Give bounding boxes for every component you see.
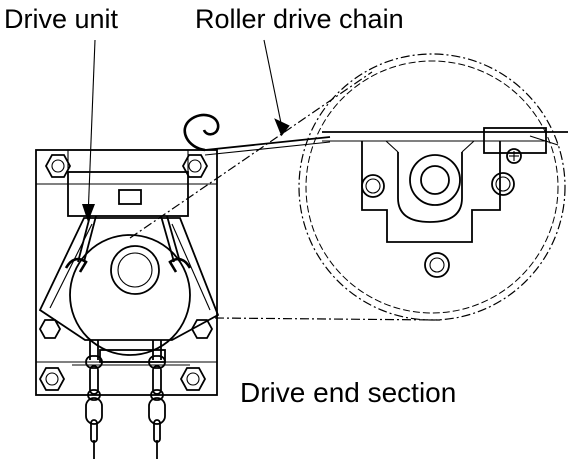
frame-plate [35, 149, 218, 396]
left-support-arm [77, 215, 91, 263]
magnifier-connector-bottom [214, 317, 441, 321]
detail-magnifier [129, 53, 566, 321]
detail-bolt-right-inner [495, 176, 511, 192]
right-support-arm [166, 215, 181, 263]
left-clip [64, 257, 88, 273]
motor-housing-top [67, 149, 189, 173]
drive-end-section-label: Drive end section [240, 377, 457, 408]
roller-chain-pointer [263, 39, 290, 137]
drive-unit-label: Drive unit [4, 4, 119, 34]
detail-tensioner-block [483, 127, 547, 154]
chain-hook-curl [183, 113, 220, 152]
drive-drum [69, 234, 191, 356]
corner-bolt-bottom-right [179, 367, 207, 391]
detail-u-cutout [397, 152, 463, 223]
detail-bolt-left [361, 174, 385, 198]
bracket-inner-left [49, 223, 93, 309]
bottom-mounting-bar [99, 349, 166, 363]
magnifier-inner-circle [305, 60, 559, 314]
detail-cutout-top-left [385, 140, 399, 153]
right-support-arm-2 [160, 215, 175, 263]
detail-bolt-right [491, 172, 515, 196]
roller-drive-chain-label: Roller drive chain [195, 4, 404, 34]
right-clip [168, 257, 192, 273]
roller-chain-pointer-arrowhead [274, 118, 290, 137]
bracket-inner-right [171, 223, 211, 311]
terminal-box [118, 189, 142, 205]
drive-unit-pointer [82, 39, 96, 222]
left-hanging-chain [85, 340, 103, 459]
detail-bracket-plate [361, 141, 501, 243]
triangular-bracket [38, 217, 220, 341]
chain-hook-rod [204, 136, 331, 151]
chain-hook-rod-lower [204, 141, 331, 156]
detail-bolt-bottom [424, 252, 450, 278]
magnifier-outer-circle [298, 53, 566, 321]
detail-bolt-left-inner [365, 178, 381, 194]
bracket-bolt-right [190, 319, 214, 339]
drive-end-assembly [35, 149, 220, 459]
magnifier-connector-top [129, 71, 373, 239]
corner-bolt-top-right [181, 154, 209, 178]
detail-tensioner-screw [506, 148, 522, 164]
bracket-bolt-left [38, 319, 62, 339]
detail-bolt-bottom-inner [429, 257, 445, 273]
drive-unit-pointer-arrowhead [82, 204, 95, 222]
detail-shaft-inner [420, 165, 450, 195]
corner-bolt-bottom-left [38, 367, 66, 391]
detail-cutout-top-right [461, 140, 475, 153]
drive-unit-pointer-line [87, 39, 96, 219]
detail-view [322, 127, 568, 278]
corner-bolt-top-left [44, 154, 72, 178]
roller-chain-pointer-line [263, 39, 283, 129]
detail-tensioner-line [529, 135, 559, 146]
detail-shaft-outer [409, 154, 461, 206]
chain-hook [183, 113, 331, 156]
right-hanging-chain [148, 340, 166, 459]
drive-drum-hub [110, 245, 160, 295]
drive-drum-hub-inner [117, 252, 153, 288]
